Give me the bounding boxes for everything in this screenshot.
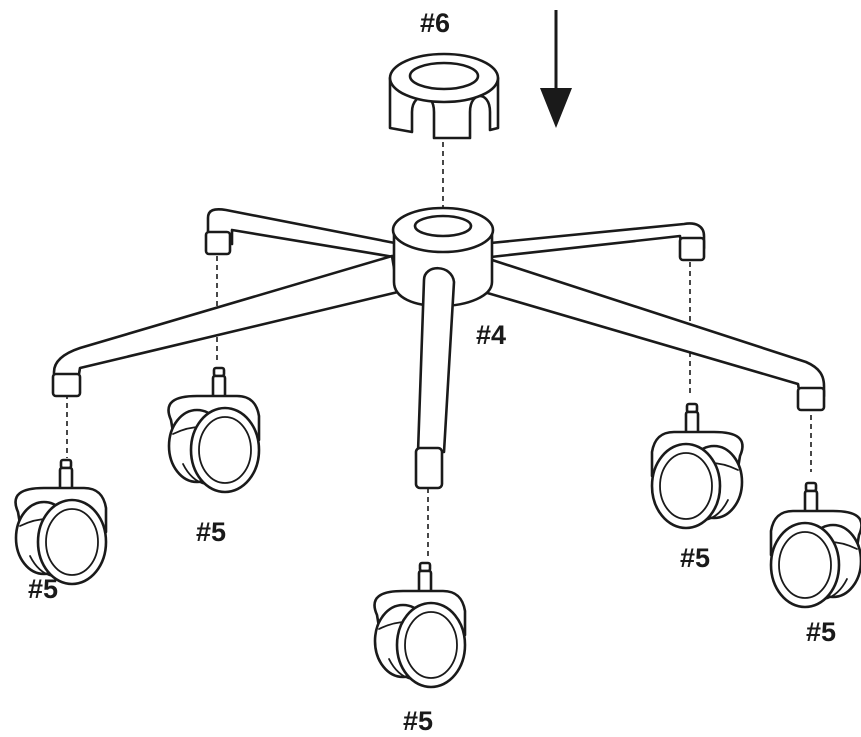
label-caster-center: #5 <box>403 706 433 736</box>
label-caster-back-right: #5 <box>680 543 710 573</box>
label-base: #4 <box>476 320 506 350</box>
star-base <box>51 206 826 490</box>
caster-front-left <box>14 458 108 586</box>
caster-front-right <box>769 481 861 609</box>
arrow-down-icon <box>540 10 572 128</box>
label-caster-front-right: #5 <box>806 617 836 647</box>
caster-center <box>373 561 467 689</box>
cap-part <box>388 52 500 140</box>
caster-back-left <box>167 366 261 494</box>
caster-back-right <box>650 402 744 530</box>
label-cap: #6 <box>420 8 450 38</box>
label-caster-front-left: #5 <box>28 574 58 604</box>
label-caster-back-left: #5 <box>196 517 226 547</box>
